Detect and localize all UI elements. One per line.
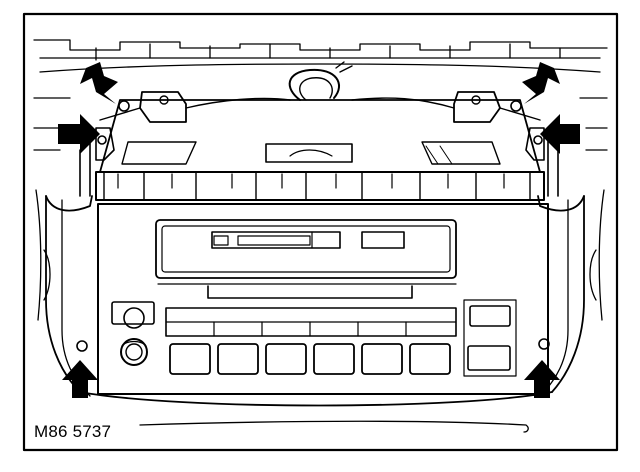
arrow-upper-left-screw [80, 62, 118, 104]
mode-button [467, 345, 511, 371]
radio-faceplate [97, 203, 549, 395]
radio-chassis [79, 61, 559, 201]
diagram-frame [22, 12, 619, 452]
screw-clip-right [533, 135, 543, 145]
screw-upper-left [118, 100, 130, 112]
volume-knob-surround [111, 301, 155, 325]
preset-button-4 [313, 343, 355, 375]
fixing-screws [76, 100, 550, 352]
screw-upper-right [510, 100, 522, 112]
eject-button [469, 305, 511, 327]
dashboard-linework [33, 39, 608, 321]
preset-button-6 [409, 343, 451, 375]
arrow-right-clip [540, 114, 580, 154]
arrow-lower-left-screw [62, 360, 98, 398]
display-window [361, 231, 405, 249]
preset-button-1 [169, 343, 211, 375]
callout-arrows [58, 62, 580, 398]
preset-button-5 [361, 343, 403, 375]
arrow-upper-right-screw [522, 62, 560, 104]
volume-knob [120, 338, 148, 366]
arrow-left-clip [58, 114, 100, 154]
arrow-lower-right-screw [524, 360, 560, 398]
screw-lower-left [76, 340, 88, 352]
cassette-door [155, 219, 457, 279]
preset-button-3 [265, 343, 307, 375]
cassette-slot [211, 231, 341, 249]
preset-buttons [169, 343, 451, 375]
screw-clip-left [97, 135, 107, 145]
figure-reference-code: M86 5737 [34, 422, 112, 441]
preset-button-2 [217, 343, 259, 375]
